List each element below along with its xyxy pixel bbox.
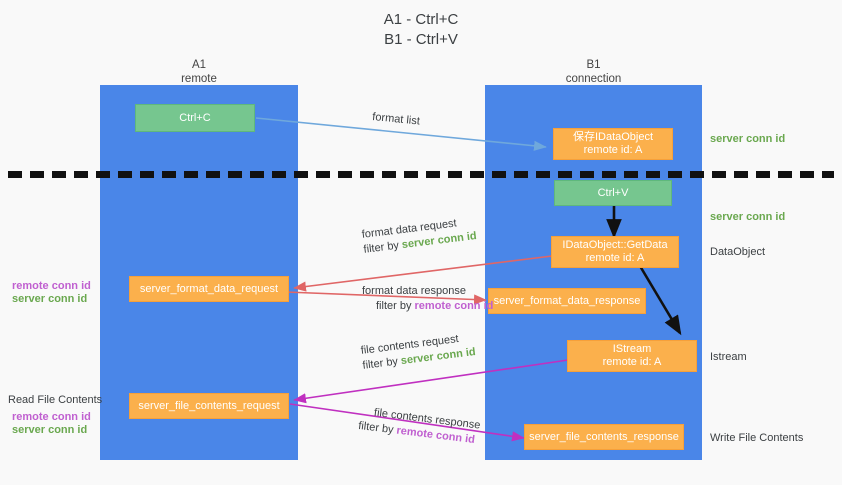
box-server-format-data-request-label: server_format_data_request <box>139 282 279 295</box>
filter-prefix: filter by <box>376 300 415 312</box>
label-left-server-conn-id-2: server conn id <box>12 424 88 436</box>
column-a1-name: A1 <box>191 59 207 71</box>
box-save-idataobject[interactable]: 保存IDataObject remote id: A <box>553 128 673 160</box>
box-server-file-contents-request-label: server_file_contents_request <box>138 399 280 412</box>
column-header-b1: B1 connection <box>485 58 702 86</box>
filter-value-remote-conn-id: remote conn id <box>414 300 494 312</box>
box-istream-sub: remote id: A <box>602 356 662 368</box>
title-line-1: A1 - Ctrl+C <box>383 11 459 28</box>
filter-prefix: filter by <box>357 419 398 437</box>
label-right-istream: Istream <box>710 351 747 363</box>
box-idataobject-getdata-sub: remote id: A <box>585 252 645 264</box>
arrow-format-list <box>255 117 547 151</box>
box-ctrl-v-label: Ctrl+V <box>597 186 629 199</box>
box-idataobject-getdata-label: IDataObject::GetData <box>562 239 668 251</box>
column-a1-sub: remote <box>181 73 217 85</box>
edge-format-data-response-text: format data response <box>362 285 466 297</box>
box-save-idataobject-sub: remote id: A <box>583 144 643 156</box>
column-header-a1: A1 remote <box>100 58 298 86</box>
title-line-2: B1 - Ctrl+V <box>384 31 458 48</box>
box-server-file-contents-response-label: server_file_contents_response <box>529 430 679 443</box>
filter-prefix: filter by <box>362 239 403 256</box>
box-server-format-data-request[interactable]: server_format_data_request <box>129 276 289 302</box>
box-server-format-data-response-label: server_format_data_response <box>493 294 641 307</box>
label-right-write-file-contents: Write File Contents <box>710 432 804 444</box>
box-ctrl-c[interactable]: Ctrl+C <box>135 104 255 132</box>
edge-format-data-response-filter: filter by remote conn id <box>362 299 493 314</box>
column-b1-name: B1 <box>586 59 601 71</box>
edge-format-list-text: format list <box>371 110 421 128</box>
label-right-server-conn-id-2: server conn id <box>710 211 786 223</box>
box-server-format-data-response[interactable]: server_format_data_response <box>488 288 646 314</box>
label-left-remote-conn-id-2: remote conn id <box>12 411 91 423</box>
page-title: A1 - Ctrl+C B1 - Ctrl+V <box>0 10 842 50</box>
box-ctrl-v[interactable]: Ctrl+V <box>554 180 672 206</box>
label-left-read-file-contents: Read File Contents <box>8 394 103 406</box>
filter-prefix: filter by <box>361 355 402 372</box>
box-idataobject-getdata[interactable]: IDataObject::GetData remote id: A <box>551 236 679 268</box>
label-left-remote-conn-id-1: remote conn id <box>12 280 91 292</box>
arrow-format-data-request <box>293 255 553 292</box>
box-istream-label: IStream <box>612 343 652 355</box>
label-right-server-conn-id-1: server conn id <box>710 133 786 145</box>
arrow-getdata-to-istream <box>638 265 682 336</box>
box-server-file-contents-response[interactable]: server_file_contents_response <box>524 424 684 450</box>
phase-divider <box>8 171 834 178</box>
box-save-idataobject-label: 保存IDataObject <box>572 131 654 143</box>
box-ctrl-c-label: Ctrl+C <box>179 111 211 124</box>
edge-label-format-data-response: format data response filter by remote co… <box>362 284 493 314</box>
label-left-server-conn-id-1: server conn id <box>12 293 88 305</box>
box-istream[interactable]: IStream remote id: A <box>567 340 697 372</box>
arrow-file-contents-response <box>289 403 525 442</box>
box-server-file-contents-request[interactable]: server_file_contents_request <box>129 393 289 419</box>
arrow-file-contents-request <box>293 359 569 404</box>
label-right-dataobject: DataObject <box>710 246 766 258</box>
arrow-format-data-response <box>285 291 487 305</box>
column-b1-sub: connection <box>565 73 622 85</box>
